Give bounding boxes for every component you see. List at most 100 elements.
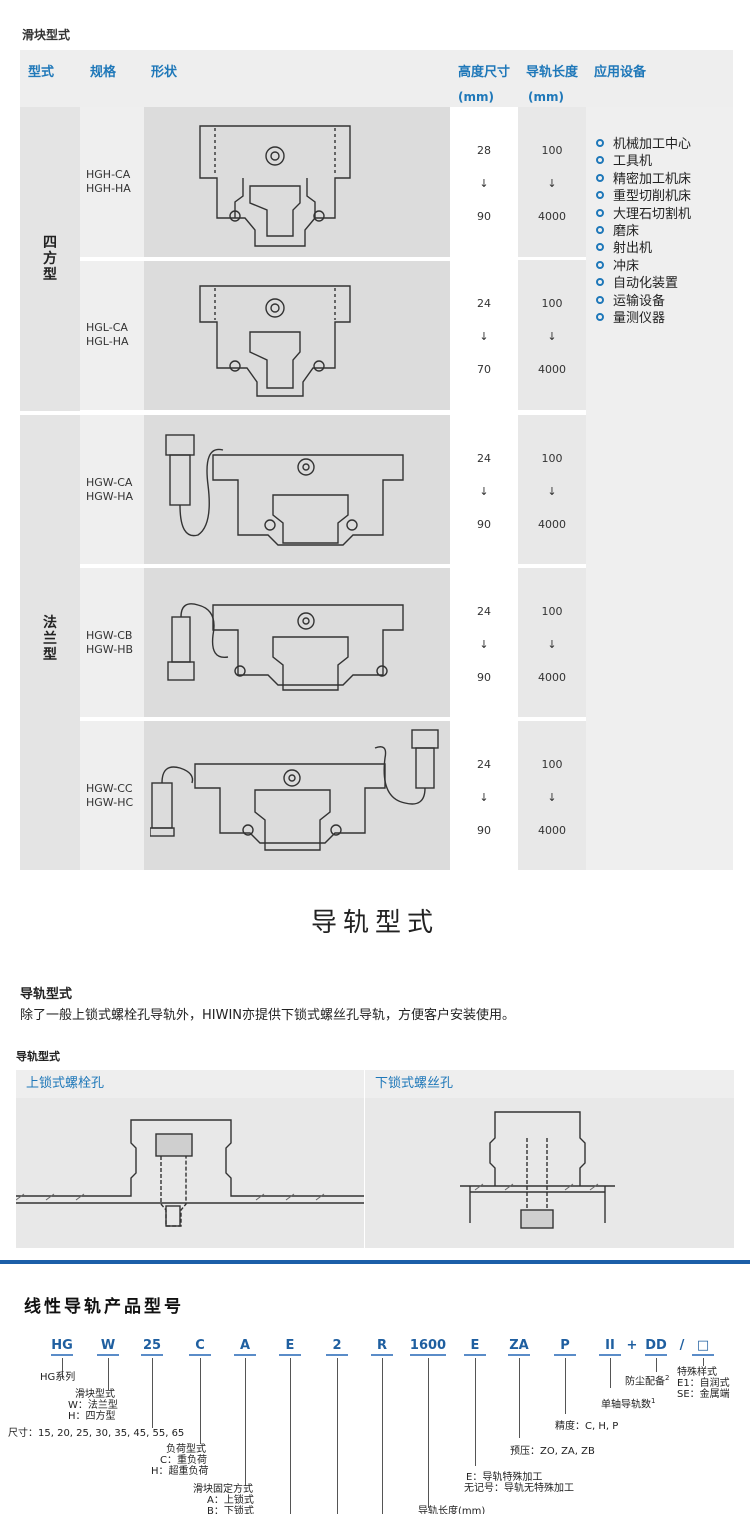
- code-segment: +: [626, 1338, 638, 1353]
- header-spec: 规格: [90, 65, 117, 80]
- label-load-h: H：超重负荷: [151, 1466, 209, 1477]
- header-type: 型式: [28, 65, 55, 80]
- label-slider-type: 滑块型式: [75, 1389, 115, 1400]
- slider-shape-hgw-cb: [167, 603, 404, 691]
- spec-text: HGH-CA HGH-HA: [86, 168, 131, 195]
- height-cell-h-max: 90: [477, 210, 491, 223]
- length-cell-l-arrow: ↓: [547, 485, 557, 498]
- row-separator: [80, 258, 450, 261]
- rails-sup: 1: [651, 1397, 656, 1405]
- bullet-circle-icon: [596, 208, 604, 217]
- slider-shape-hgl: [199, 285, 351, 397]
- type-label-square: 四方型: [43, 235, 57, 283]
- label-precision: 精度：C, H, P: [555, 1421, 619, 1432]
- line-e: [290, 1358, 291, 1514]
- row-separator: [80, 564, 586, 567]
- rail-diagram-top-lock: [15, 1098, 364, 1248]
- bullet-circle-icon: [596, 243, 604, 252]
- height-cell: 28 ↓ 90: [450, 107, 518, 257]
- slider-shape-hgw-ca: [165, 434, 404, 546]
- bullet-circle-icon: [596, 173, 604, 182]
- code-segment: E: [285, 1338, 295, 1353]
- height-cell-h-min: 28: [477, 144, 491, 157]
- label-special: 特殊样式: [677, 1367, 717, 1378]
- rail-type-title: 导轨型式: [16, 1050, 60, 1063]
- application-item: 冲床: [596, 255, 639, 274]
- code-segment: W: [100, 1338, 116, 1353]
- slider-section-title: 滑块型式: [22, 28, 71, 42]
- label-special-se: SE：金属端: [677, 1389, 730, 1400]
- code-segment: A: [239, 1338, 251, 1353]
- application-label: 冲床: [613, 258, 640, 274]
- part-number-title: 线性导轨产品型号: [24, 1297, 184, 1317]
- rail-heading: 导轨型式: [310, 908, 439, 938]
- label-slider-h: H：四方型: [68, 1411, 116, 1422]
- line-preload: [519, 1358, 520, 1438]
- length-cell-l-arrow: ↓: [547, 638, 557, 651]
- table-header: 型式 规格 形状 高度尺寸 (mm) 导轨长度 (mm) 应用设备: [20, 50, 733, 107]
- line-size: [152, 1358, 153, 1428]
- height-cell-h-arrow: ↓: [479, 638, 489, 651]
- rail-description: 除了一般上锁式螺栓孔导轨外，HIWIN亦提供下锁式螺丝孔导轨，方便客户安装使用。: [20, 1008, 516, 1023]
- code-underline: [410, 1354, 446, 1356]
- label-fix-a: A：上锁式: [207, 1495, 254, 1506]
- code-segment: C: [195, 1338, 205, 1353]
- code-segment: DD: [645, 1338, 667, 1353]
- rails-per-axis-text: 单轴导轨数: [601, 1399, 651, 1411]
- type-label-flange: 法兰型: [43, 615, 57, 663]
- height-cell-h-min: 24: [477, 758, 491, 771]
- rail-bottom-lock-drawing: [460, 1111, 615, 1229]
- code-segment: /: [679, 1338, 685, 1353]
- height-cell-h-arrow: ↓: [479, 330, 489, 343]
- header-length: 导轨长度: [526, 65, 579, 80]
- application-item: 量测仪器: [596, 307, 665, 326]
- code-underline: [141, 1354, 163, 1356]
- code-underline: [97, 1354, 119, 1356]
- label-rail-length: 导轨长度(mm): [418, 1506, 486, 1514]
- application-item: 工具机: [596, 150, 652, 169]
- row-separator: [80, 717, 586, 720]
- length-cell-l-max: 4000: [538, 363, 566, 376]
- height-cell-h-arrow: ↓: [479, 177, 489, 190]
- rail-type-top-lock: 上锁式螺栓孔: [16, 1070, 364, 1098]
- length-cell-l-arrow: ↓: [547, 791, 557, 804]
- code-underline: [234, 1354, 256, 1356]
- header-height: 高度尺寸: [458, 65, 511, 80]
- length-cell-l-arrow: ↓: [547, 330, 557, 343]
- application-item: 射出机: [596, 237, 652, 256]
- height-cell-h-max: 70: [477, 363, 491, 376]
- application-label: 射出机: [613, 241, 653, 257]
- application-item: 运输设备: [596, 290, 665, 309]
- length-cell-l-min: 100: [541, 144, 563, 157]
- code-segment: ZA: [509, 1338, 529, 1353]
- shape-cell: [144, 260, 450, 410]
- rail-type-bottom-lock: 下锁式螺丝孔: [365, 1070, 734, 1098]
- type-group-square: 四方型: [20, 107, 80, 412]
- length-cell-l-max: 4000: [538, 824, 566, 837]
- code-underline: [508, 1354, 530, 1356]
- line-precision: [565, 1358, 566, 1414]
- height-cell-h-min: 24: [477, 452, 491, 465]
- line-load: [200, 1358, 201, 1444]
- application-item: 重型切削机床: [596, 185, 691, 204]
- header-length-unit: (mm): [528, 90, 564, 104]
- label-dust: 防尘配备2: [625, 1373, 669, 1387]
- line-2: [337, 1358, 338, 1514]
- length-cell: 100↓4000: [518, 415, 586, 565]
- spec-text: HGW-CA HGW-HA: [86, 476, 133, 503]
- code-underline: [554, 1354, 576, 1356]
- spec-cell: HGW-CC HGW-HC: [80, 721, 144, 870]
- slider-shape-hgh: [199, 125, 351, 247]
- shape-cell: [144, 721, 450, 870]
- application-item: 磨床: [596, 220, 639, 239]
- rail-subtitle: 导轨型式: [20, 987, 73, 1002]
- section-divider: [0, 1260, 750, 1264]
- height-cell-h-arrow: ↓: [479, 791, 489, 804]
- label-load-c: C：重负荷: [160, 1455, 207, 1466]
- height-cell-h-min: 24: [477, 605, 491, 618]
- code-segment: 1600: [409, 1338, 447, 1353]
- line-rails: [610, 1358, 611, 1388]
- line-series: [62, 1358, 63, 1378]
- code-segment: P: [560, 1338, 570, 1353]
- spec-cell: HGL-CA HGL-HA: [80, 260, 144, 410]
